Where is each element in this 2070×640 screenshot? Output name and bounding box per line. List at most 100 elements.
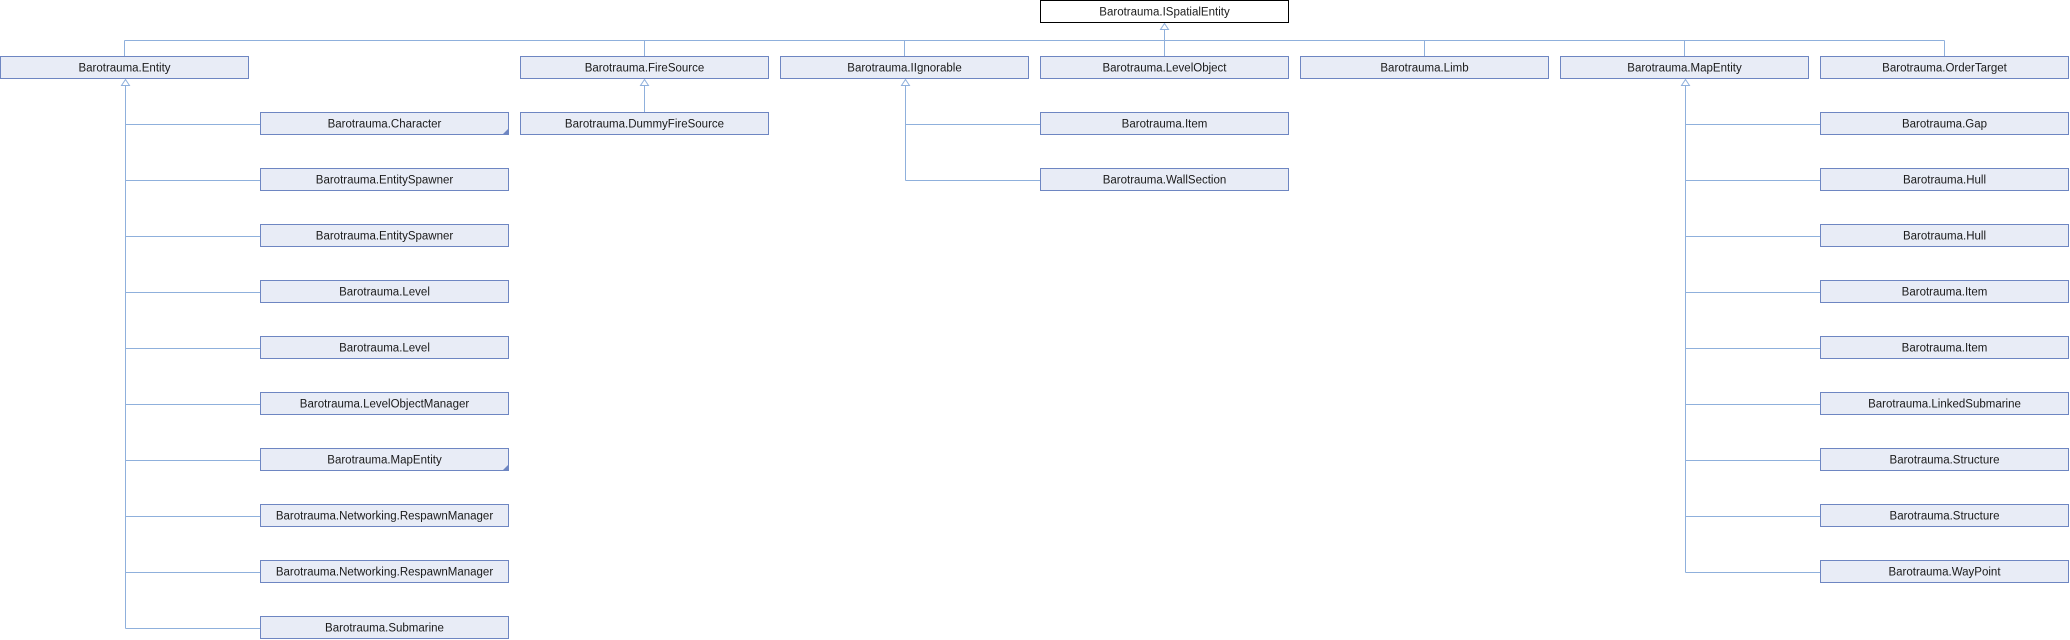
collapsed-marker-icon (503, 465, 508, 470)
class-node-label: Barotrauma.EntitySpawner (316, 175, 454, 187)
class-node-label: Barotrauma.Item (1902, 343, 1988, 355)
class-node-box (1300, 56, 1549, 79)
collapsed-marker-icon (503, 129, 508, 134)
class-node-barotrauma-submarine[interactable]: Barotrauma.Submarine (260, 616, 509, 639)
class-node-box (260, 168, 509, 191)
class-node-box (260, 504, 509, 527)
class-node-box (1560, 56, 1809, 79)
class-node-box (0, 56, 249, 79)
class-node-barotrauma-levelobject[interactable]: Barotrauma.LevelObject (1040, 56, 1289, 79)
class-node-barotrauma-linkedsubmarine[interactable]: Barotrauma.LinkedSubmarine (1820, 392, 2069, 415)
class-node-label: Barotrauma.Networking.RespawnManager (276, 511, 493, 523)
class-node-box (1820, 392, 2069, 415)
class-node-label: Barotrauma.Item (1122, 119, 1208, 131)
class-node-label: Barotrauma.Level (339, 287, 430, 299)
class-node-barotrauma-limb[interactable]: Barotrauma.Limb (1300, 56, 1549, 79)
class-node-barotrauma-entity[interactable]: Barotrauma.Entity (0, 56, 249, 79)
class-node-box (260, 112, 509, 135)
class-node-label: Barotrauma.WallSection (1103, 175, 1227, 187)
class-node-label: Barotrauma.Gap (1902, 119, 1987, 131)
class-node-box (1820, 112, 2069, 135)
class-node-box (260, 336, 509, 359)
class-node-box (1040, 112, 1289, 135)
class-node-barotrauma-levelobjectmanager[interactable]: Barotrauma.LevelObjectManager (260, 392, 509, 415)
inheritance-arrow-icon (900, 78, 911, 86)
class-node-label: Barotrauma.MapEntity (327, 455, 442, 467)
class-node-label: Barotrauma.Limb (1380, 63, 1468, 75)
class-node-barotrauma-hull[interactable]: Barotrauma.Hull (1820, 168, 2069, 191)
class-node-barotrauma-item[interactable]: Barotrauma.Item (1820, 336, 2069, 359)
class-node-barotrauma-firesource[interactable]: Barotrauma.FireSource (520, 56, 769, 79)
class-node-barotrauma-gap[interactable]: Barotrauma.Gap (1820, 112, 2069, 135)
class-node-label: Barotrauma.Submarine (325, 623, 444, 635)
class-node-barotrauma-networking-respawnmanager[interactable]: Barotrauma.Networking.RespawnManager (260, 560, 509, 583)
class-node-barotrauma-ispatialentity[interactable]: Barotrauma.ISpatialEntity (1040, 0, 1289, 23)
inheritance-arrow-icon (120, 78, 131, 86)
class-node-label: Barotrauma.DummyFireSource (565, 119, 724, 131)
class-node-barotrauma-dummyfiresource[interactable]: Barotrauma.DummyFireSource (520, 112, 769, 135)
class-node-box (260, 560, 509, 583)
class-node-barotrauma-ordertarget[interactable]: Barotrauma.OrderTarget (1820, 56, 2069, 79)
class-node-barotrauma-waypoint[interactable]: Barotrauma.WayPoint (1820, 560, 2069, 583)
class-node-box (1820, 336, 2069, 359)
class-node-barotrauma-mapentity[interactable]: Barotrauma.MapEntity (260, 448, 509, 471)
class-node-barotrauma-iignorable[interactable]: Barotrauma.IIgnorable (780, 56, 1029, 79)
class-node-barotrauma-networking-respawnmanager[interactable]: Barotrauma.Networking.RespawnManager (260, 504, 509, 527)
class-node-label: Barotrauma.OrderTarget (1882, 63, 2007, 75)
class-node-label: Barotrauma.Entity (78, 63, 170, 75)
class-node-box (1820, 560, 2069, 583)
diagram-edges (120, 22, 1945, 629)
class-node-barotrauma-hull[interactable]: Barotrauma.Hull (1820, 224, 2069, 247)
class-node-barotrauma-structure[interactable]: Barotrauma.Structure (1820, 448, 2069, 471)
class-node-box (1820, 168, 2069, 191)
class-node-barotrauma-item[interactable]: Barotrauma.Item (1040, 112, 1289, 135)
class-node-box (260, 616, 509, 639)
class-node-label: Barotrauma.MapEntity (1627, 63, 1742, 75)
class-node-box (1820, 224, 2069, 247)
class-node-label: Barotrauma.LinkedSubmarine (1868, 399, 2021, 411)
class-node-barotrauma-mapentity[interactable]: Barotrauma.MapEntity (1560, 56, 1809, 79)
class-node-box (1820, 448, 2069, 471)
class-node-label: Barotrauma.LevelObjectManager (300, 399, 470, 411)
class-node-barotrauma-level[interactable]: Barotrauma.Level (260, 336, 509, 359)
class-node-label: Barotrauma.Hull (1903, 175, 1986, 187)
class-node-box (1820, 56, 2069, 79)
class-node-box (780, 56, 1029, 79)
class-node-box (1820, 504, 2069, 527)
class-node-label: Barotrauma.Level (339, 343, 430, 355)
class-node-label: Barotrauma.Structure (1890, 511, 2000, 523)
inheritance-arrow-icon (639, 78, 650, 86)
class-node-box (260, 280, 509, 303)
class-node-label: Barotrauma.Hull (1903, 231, 1986, 243)
class-node-box (1040, 56, 1289, 79)
class-node-box (520, 56, 769, 79)
class-node-box (1820, 280, 2069, 303)
class-node-barotrauma-structure[interactable]: Barotrauma.Structure (1820, 504, 2069, 527)
inheritance-arrow-icon (1159, 22, 1170, 30)
class-node-box (520, 112, 769, 135)
class-node-box (1040, 0, 1289, 23)
class-node-barotrauma-level[interactable]: Barotrauma.Level (260, 280, 509, 303)
class-node-label: Barotrauma.EntitySpawner (316, 231, 454, 243)
class-node-label: Barotrauma.IIgnorable (847, 63, 961, 75)
class-node-barotrauma-entityspawner[interactable]: Barotrauma.EntitySpawner (260, 168, 509, 191)
inheritance-arrow-icon (1680, 78, 1691, 86)
class-node-label: Barotrauma.FireSource (585, 63, 705, 75)
class-node-barotrauma-entityspawner[interactable]: Barotrauma.EntitySpawner (260, 224, 509, 247)
class-node-label: Barotrauma.Networking.RespawnManager (276, 567, 493, 579)
class-node-box (260, 392, 509, 415)
class-node-label: Barotrauma.Structure (1890, 455, 2000, 467)
class-node-barotrauma-item[interactable]: Barotrauma.Item (1820, 280, 2069, 303)
class-node-box (1040, 168, 1289, 191)
class-node-label: Barotrauma.Item (1902, 287, 1988, 299)
class-node-label: Barotrauma.LevelObject (1102, 63, 1227, 75)
class-node-box (260, 224, 509, 247)
class-node-barotrauma-wallsection[interactable]: Barotrauma.WallSection (1040, 168, 1289, 191)
class-node-barotrauma-character[interactable]: Barotrauma.Character (260, 112, 509, 135)
class-node-label: Barotrauma.Character (328, 119, 442, 131)
class-node-label: Barotrauma.ISpatialEntity (1099, 7, 1230, 19)
class-node-box (260, 448, 509, 471)
class-node-label: Barotrauma.WayPoint (1888, 567, 2001, 579)
